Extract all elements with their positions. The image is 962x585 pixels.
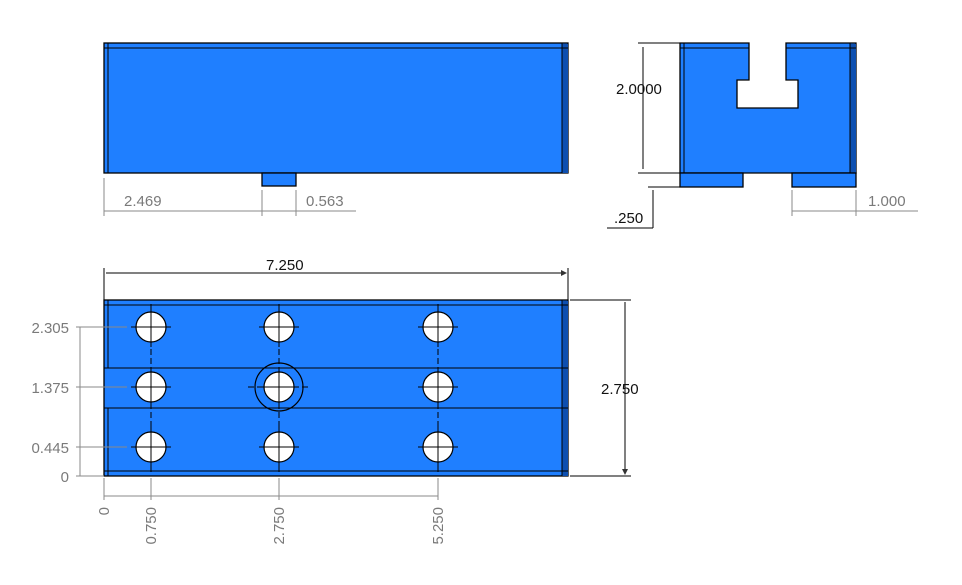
ordinate-x-0: 0 xyxy=(96,507,113,515)
dim-2-750: 2.750 xyxy=(601,381,639,398)
hole-pattern xyxy=(131,304,458,472)
front-view: 2.469 0.563 xyxy=(103,42,569,216)
side-view-left-foot xyxy=(679,172,744,188)
ordinate-y-0-445: 0.445 xyxy=(31,440,69,457)
dim-0-563: 0.563 xyxy=(306,193,344,210)
ordinate-x-0-750: 0.750 xyxy=(143,507,160,545)
ordinate-x-5-250: 5.250 xyxy=(430,507,447,545)
dim-2-469: 2.469 xyxy=(124,193,162,210)
dim-2-0000: 2.0000 xyxy=(616,81,662,98)
ordinate-y-1-375: 1.375 xyxy=(31,380,69,397)
side-view-body xyxy=(679,42,857,174)
front-view-body xyxy=(103,42,569,174)
side-view: 2.0000 .250 1.000 xyxy=(607,42,918,229)
top-view-body xyxy=(103,299,569,477)
top-view: 7.250 2.750 2.305 1.375 0.445 0 0 0.750 … xyxy=(31,257,638,545)
ordinate-y-2-305: 2.305 xyxy=(31,320,69,337)
ordinate-x-2-750: 2.750 xyxy=(271,507,288,545)
front-view-tab xyxy=(261,172,297,187)
dim-0-250: .250 xyxy=(614,210,643,227)
dim-1-000: 1.000 xyxy=(868,193,906,210)
dim-7-250: 7.250 xyxy=(266,257,304,274)
ordinate-y-0: 0 xyxy=(61,469,69,486)
side-view-right-foot xyxy=(791,172,857,188)
